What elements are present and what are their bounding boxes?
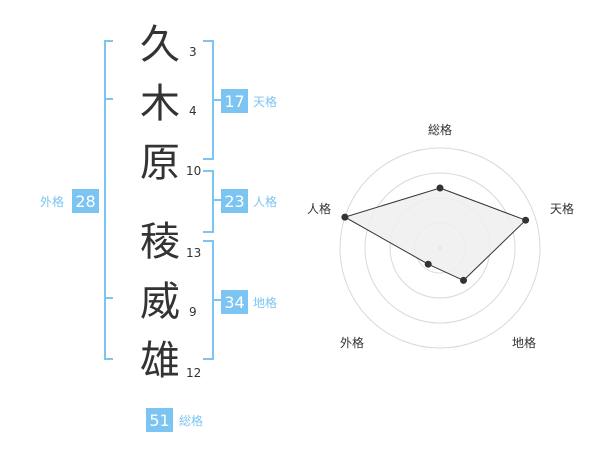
stroke-counts: 3 4 10 13 9 12	[186, 45, 201, 380]
soukaku-value: 51	[149, 411, 169, 430]
gaikaku-bracket	[104, 40, 113, 360]
radar-points	[341, 184, 530, 284]
name-characters: 久 木 原 稜 威 雄	[140, 22, 180, 384]
stroke-count: 12	[186, 366, 201, 380]
stroke-count: 4	[189, 104, 197, 118]
radar-ring	[339, 147, 541, 349]
chikaku-badge: 34	[221, 290, 248, 314]
name-char: 稜	[140, 219, 180, 265]
radar-axis-label: 天格	[550, 201, 574, 216]
soukaku-badge: 51	[146, 408, 173, 432]
stroke-count: 10	[186, 164, 201, 178]
gaikaku-label: 外格	[40, 194, 64, 209]
radar-point	[436, 184, 444, 192]
stroke-count: 3	[189, 45, 197, 59]
radar-chart: 総格 天格 地格 外格 人格	[307, 122, 574, 350]
chikaku-bracket	[203, 240, 221, 360]
stroke-count: 9	[189, 305, 197, 319]
radar-polygon	[343, 187, 527, 281]
soukaku-label: 総格	[179, 413, 203, 428]
chikaku-label: 地格	[253, 295, 277, 310]
gaikaku-value: 28	[75, 192, 95, 211]
radar-ring	[364, 172, 516, 324]
tenkaku-value: 17	[224, 92, 244, 111]
radar-axis-label: 外格	[340, 335, 364, 350]
jinkaku-label: 人格	[253, 194, 277, 209]
name-char: 木	[140, 81, 180, 127]
radar-axis-label: 総格	[428, 122, 452, 137]
radar-axis-label: 地格	[512, 335, 536, 350]
chikaku-value: 34	[224, 293, 244, 312]
tenkaku-badge: 17	[221, 89, 248, 113]
jinkaku-value: 23	[224, 192, 244, 211]
name-char: 原	[140, 140, 180, 186]
tenkaku-bracket	[203, 40, 221, 160]
radar-axis-labels: 総格 天格 地格 外格 人格	[307, 122, 574, 350]
radar-point	[341, 213, 349, 221]
jinkaku-bracket	[203, 170, 221, 233]
stroke-count: 13	[186, 246, 201, 260]
radar-point	[522, 216, 530, 224]
radar-point	[460, 276, 467, 284]
name-char: 久	[140, 22, 180, 68]
radar-axis-label: 人格	[307, 201, 331, 216]
jinkaku-badge: 23	[221, 189, 248, 213]
tenkaku-label: 天格	[253, 94, 277, 109]
name-char: 雄	[140, 338, 180, 384]
radar-point	[424, 260, 432, 268]
gaikaku-badge: 28	[72, 189, 99, 213]
name-char: 威	[140, 279, 180, 325]
